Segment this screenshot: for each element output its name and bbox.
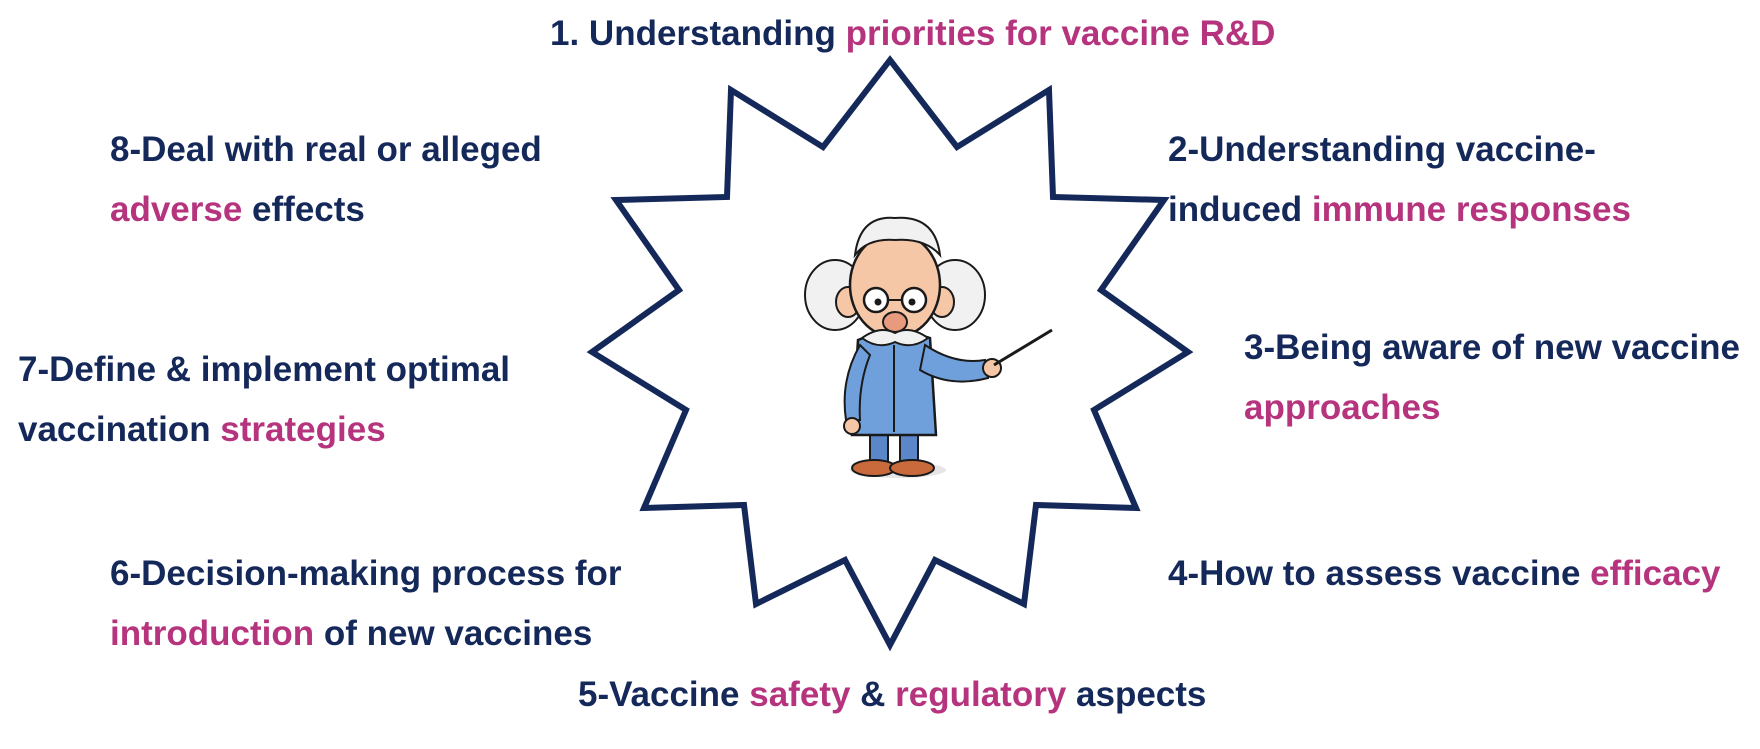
item-3-line: 3-Being aware of new vaccine: [1244, 318, 1740, 378]
pointer-stick: [993, 328, 1053, 367]
item-5-label: 5-Vaccine safety & regulatory aspects: [578, 665, 1206, 725]
item-3-label: 3-Being aware of new vaccine approaches: [1244, 318, 1740, 438]
item-7-label: 7-Define & implement optimal vaccination …: [18, 340, 510, 460]
label-text: 6-Decision-making process for: [110, 554, 622, 593]
label-text: 8-Deal with real or alleged: [110, 130, 542, 169]
item-2-label: 2-Understanding vaccine-induced immune r…: [1168, 120, 1631, 240]
highlight-text: adverse: [110, 190, 243, 229]
item-7-line: vaccination strategies: [18, 400, 510, 460]
label-text: effects: [242, 190, 365, 229]
item-3-line: approaches: [1244, 378, 1740, 438]
item-2-line: 2-Understanding vaccine-: [1168, 120, 1631, 180]
label-text: 5-Vaccine: [578, 675, 750, 714]
item-4-label: 4-How to assess vaccine efficacy: [1168, 544, 1721, 604]
highlight-text: safety: [749, 675, 851, 714]
label-text: 4-How to assess vaccine: [1168, 554, 1591, 593]
label-text: vaccination: [18, 410, 221, 449]
item-2-line: induced immune responses: [1168, 180, 1631, 240]
item-8-line: 8-Deal with real or alleged: [110, 120, 542, 180]
label-text: of new vaccines: [314, 614, 593, 653]
highlight-text: immune responses: [1311, 190, 1631, 229]
label-text: 1. Understanding: [550, 14, 846, 53]
highlight-text: efficacy: [1590, 554, 1721, 593]
label-text: induced: [1168, 190, 1312, 229]
label-text: 3-Being aware of new vaccine: [1244, 328, 1741, 367]
item-7-line: 7-Define & implement optimal: [18, 340, 510, 400]
item-8-line: adverse effects: [110, 180, 542, 240]
highlight-text: introduction: [110, 614, 315, 653]
highlight-text: approaches: [1244, 388, 1441, 427]
label-text: &: [850, 675, 896, 714]
item-6-label: 6-Decision-making process for introductio…: [110, 544, 622, 664]
highlight-text: priorities for vaccine R&D: [845, 14, 1276, 53]
item-1-label: 1. Understanding priorities for vaccine …: [550, 4, 1275, 64]
highlight-text: regulatory: [895, 675, 1067, 714]
label-text: aspects: [1066, 675, 1207, 714]
label-text: 7-Define & implement optimal: [18, 350, 511, 389]
label-text: 2-Understanding vaccine-: [1168, 130, 1596, 169]
item-4-line: 4-How to assess vaccine efficacy: [1168, 544, 1721, 604]
highlight-text: strategies: [220, 410, 386, 449]
item-8-label: 8-Deal with real or alleged adverse effec…: [110, 120, 542, 240]
item-5-line: 5-Vaccine safety & regulatory aspects: [578, 665, 1206, 725]
item-6-line: introduction of new vaccines: [110, 604, 622, 664]
item-1-line: 1. Understanding priorities for vaccine …: [550, 4, 1275, 64]
professor-icon: [804, 216, 1053, 478]
item-6-line: 6-Decision-making process for: [110, 544, 622, 604]
